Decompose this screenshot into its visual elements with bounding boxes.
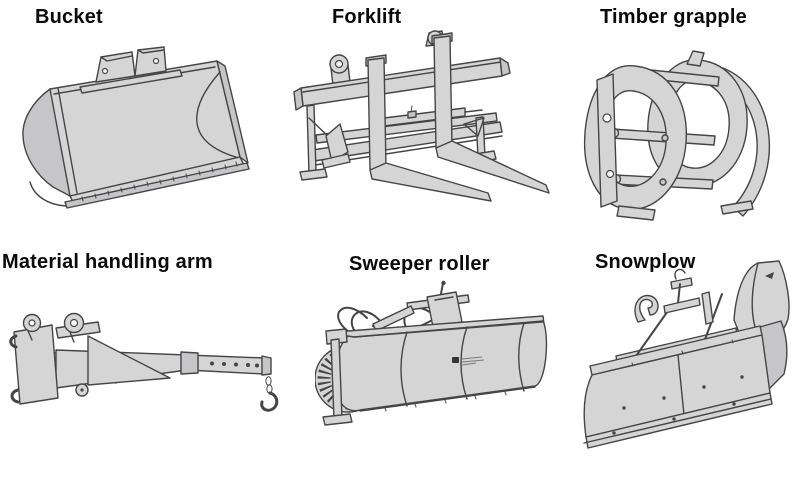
mount-hook bbox=[634, 294, 659, 323]
sweeper-roller-illustration bbox=[315, 280, 548, 426]
bucket-illustration bbox=[22, 46, 250, 209]
material-handling-arm-label: Material handling arm bbox=[2, 251, 213, 273]
lifting-hook bbox=[260, 391, 279, 412]
timber-grapple-label: Timber grapple bbox=[600, 6, 747, 28]
brand-logo-mark bbox=[452, 357, 459, 363]
bucket-label: Bucket bbox=[35, 6, 103, 28]
snowplow-label: Snowplow bbox=[595, 251, 696, 273]
timber-grapple-illustration bbox=[583, 50, 771, 221]
forklift-illustration bbox=[293, 30, 550, 202]
snowplow-illustration bbox=[583, 260, 790, 449]
forklift-label: Forklift bbox=[332, 6, 402, 28]
material-handling-arm-illustration bbox=[9, 312, 279, 412]
sweeper-roller-label: Sweeper roller bbox=[349, 253, 490, 275]
